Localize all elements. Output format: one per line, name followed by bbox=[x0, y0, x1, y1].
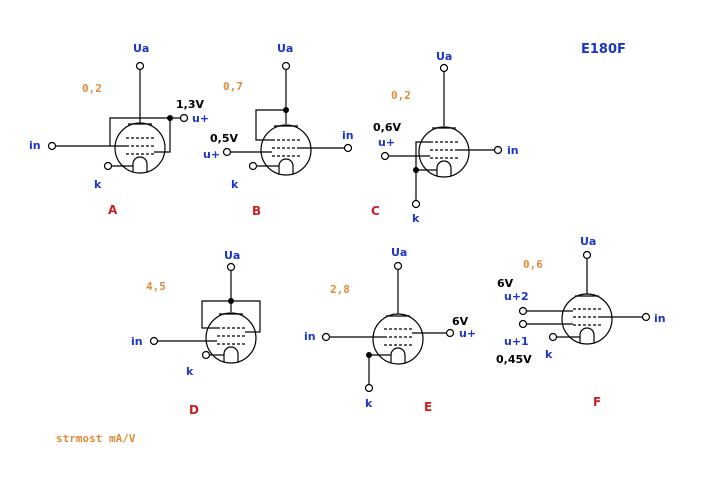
cathode-label: k bbox=[94, 178, 102, 191]
anode-label: Ua bbox=[580, 235, 596, 248]
cathode-label: k bbox=[365, 397, 373, 410]
gm-value: 0,2 bbox=[391, 89, 411, 102]
screen-label: u+ bbox=[378, 136, 395, 149]
cathode-label: k bbox=[412, 212, 420, 225]
screen-terminal bbox=[445, 328, 455, 338]
gm-value: 0,6 bbox=[523, 258, 543, 271]
circuit-letter: E bbox=[424, 400, 432, 414]
anode-terminal bbox=[281, 61, 291, 71]
junction-dot bbox=[283, 107, 289, 113]
screen-label: u+ bbox=[203, 148, 220, 161]
anode-terminal bbox=[582, 250, 592, 260]
input-terminal bbox=[321, 332, 331, 342]
input-terminal bbox=[493, 145, 503, 155]
screen-voltage: 6V bbox=[452, 315, 469, 328]
screen-voltage: 1,3V bbox=[176, 98, 204, 111]
anode-terminal bbox=[439, 63, 449, 73]
screen1-terminal bbox=[518, 319, 528, 329]
input-label: in bbox=[654, 312, 666, 325]
screen-terminal bbox=[179, 113, 189, 123]
circuit-D: Ua in k 4,5 D bbox=[131, 249, 261, 417]
screen2-terminal bbox=[518, 306, 528, 316]
input-label: in bbox=[342, 129, 354, 142]
screen-label: u+ bbox=[459, 327, 476, 340]
cathode-label: k bbox=[545, 348, 553, 361]
screen2-label: u+2 bbox=[504, 290, 529, 303]
circuit-A: Ua u+ 1,3V in k 0,2 A bbox=[29, 42, 209, 217]
tube-type-title: E180F bbox=[581, 42, 626, 57]
circuit-F: Ua in u+2 6V u+1 0,45V k 0,6 F bbox=[496, 235, 666, 409]
junction-dot bbox=[228, 298, 234, 304]
circuit-E: Ua in u+ 6V k 2,8 E bbox=[304, 246, 476, 414]
units-caption: strmost mA/V bbox=[56, 432, 136, 445]
anode-terminal bbox=[393, 261, 403, 271]
circuit-C: Ua in u+ 0,6V k 0,2 C bbox=[371, 50, 519, 225]
circuit-letter: C bbox=[371, 204, 380, 218]
cathode-terminal bbox=[548, 332, 558, 342]
input-label: in bbox=[29, 139, 41, 152]
input-terminal bbox=[47, 141, 57, 151]
cathode-label: k bbox=[231, 178, 239, 191]
circuit-B: Ua in u+ 0,5V k 0,7 B bbox=[203, 42, 354, 218]
screen-label: u+ bbox=[192, 112, 209, 125]
cathode-terminal bbox=[248, 161, 258, 171]
screen-terminal bbox=[222, 147, 232, 157]
input-label: in bbox=[304, 330, 316, 343]
anode-label: Ua bbox=[224, 249, 240, 262]
screen-terminal bbox=[380, 151, 390, 161]
circuit-letter: A bbox=[108, 203, 118, 217]
circuit-letter: F bbox=[593, 395, 601, 409]
cathode-terminal bbox=[411, 199, 421, 209]
anode-label: Ua bbox=[133, 42, 149, 55]
cathode-terminal bbox=[364, 383, 374, 393]
anode-label: Ua bbox=[277, 42, 293, 55]
input-terminal bbox=[149, 336, 159, 346]
tube-envelope bbox=[561, 293, 613, 345]
tube-envelope bbox=[418, 126, 470, 178]
cathode-terminal bbox=[103, 161, 113, 171]
junction-dot bbox=[366, 352, 372, 358]
tube-envelope bbox=[205, 312, 257, 364]
tube-envelope bbox=[260, 124, 312, 176]
input-label: in bbox=[507, 144, 519, 157]
gm-value: 0,2 bbox=[82, 82, 102, 95]
input-label: in bbox=[131, 335, 143, 348]
input-terminal bbox=[343, 143, 353, 153]
screen-voltage: 0,5V bbox=[210, 132, 238, 145]
anode-label: Ua bbox=[436, 50, 452, 63]
screen1-label: u+1 bbox=[504, 335, 529, 348]
screen1-voltage: 0,45V bbox=[496, 353, 532, 366]
input-terminal bbox=[641, 312, 651, 322]
gm-value: 2,8 bbox=[330, 283, 350, 296]
gm-value: 4,5 bbox=[146, 280, 166, 293]
circuit-letter: D bbox=[189, 403, 199, 417]
screen-voltage: 0,6V bbox=[373, 121, 401, 134]
junction-dot bbox=[413, 167, 419, 173]
cathode-label: k bbox=[186, 365, 194, 378]
screen2-voltage: 6V bbox=[497, 277, 514, 290]
junction-dot bbox=[167, 115, 173, 121]
tube-envelope bbox=[372, 313, 424, 365]
anode-terminal bbox=[226, 262, 236, 272]
anode-label: Ua bbox=[391, 246, 407, 259]
anode-terminal bbox=[135, 61, 145, 71]
cathode-terminal bbox=[201, 350, 211, 360]
gm-value: 0,7 bbox=[223, 80, 243, 93]
circuit-letter: B bbox=[252, 204, 261, 218]
